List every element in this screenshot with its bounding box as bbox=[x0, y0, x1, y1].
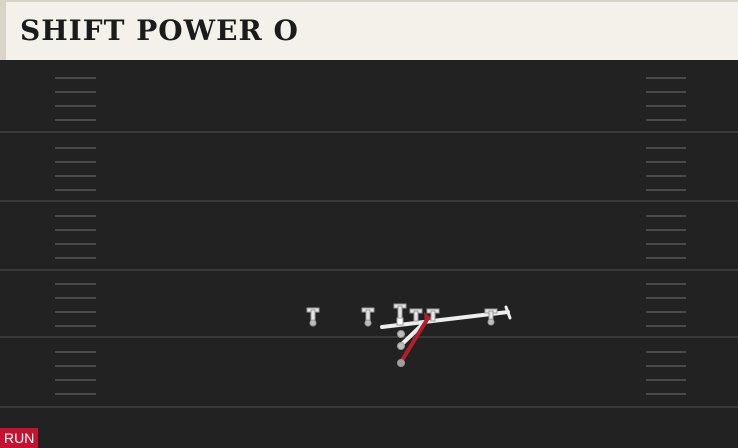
player-marker bbox=[393, 303, 407, 326]
run-route-arrow bbox=[424, 312, 432, 322]
play-title: SHIFT POWER O bbox=[20, 14, 299, 47]
play-header: SHIFT POWER O bbox=[0, 0, 738, 60]
run-badge: RUN bbox=[0, 428, 39, 448]
player-dot bbox=[397, 342, 405, 350]
right-hash-marks bbox=[646, 77, 686, 395]
player-marker bbox=[361, 307, 375, 327]
player-marker bbox=[409, 308, 423, 322]
block-route-cap bbox=[504, 305, 512, 320]
player-marker bbox=[484, 308, 498, 326]
players bbox=[306, 303, 498, 367]
left-hash-marks bbox=[55, 77, 96, 395]
player-marker bbox=[426, 308, 440, 322]
yard-lines bbox=[0, 131, 738, 408]
run-route-line bbox=[399, 316, 430, 364]
player-marker bbox=[306, 307, 320, 327]
football-field bbox=[0, 60, 738, 448]
player-dot bbox=[397, 359, 405, 367]
player-dot bbox=[397, 330, 405, 338]
